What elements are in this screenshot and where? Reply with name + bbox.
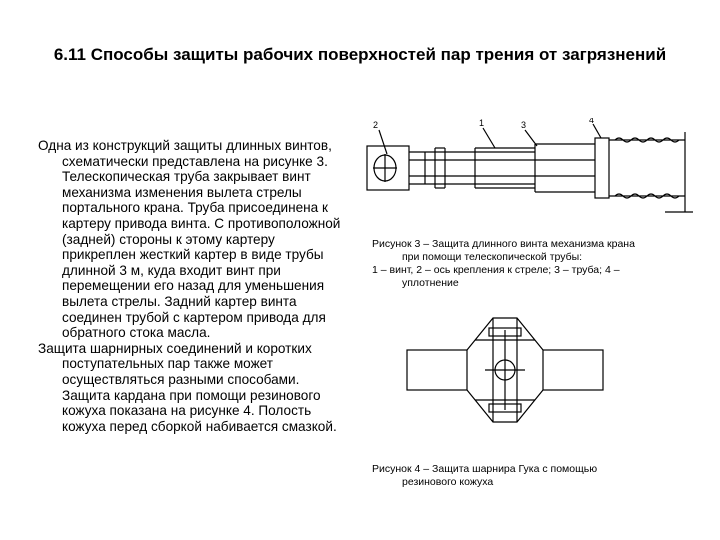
paragraph-screw-protection: Одна из конструкций защиты длинных винто… <box>38 138 341 341</box>
figure-4-caption: Рисунок 4 – Защита шарнира Гука с помощь… <box>372 463 692 489</box>
callout-4: 4 <box>589 118 594 125</box>
figure-3-caption-line-1: Рисунок 3 – Защита длинного винта механи… <box>372 238 635 250</box>
figure-3-caption-line-3: 1 – винт, 2 – ось крепления к стреле; 3 … <box>372 264 620 276</box>
figure-4-hooke-joint-drawing <box>406 317 604 423</box>
figure-3-caption-line-2: при помощи телескопической трубы: <box>402 251 583 263</box>
paragraph-joint-protection: Защита шарнирных соединений и коротких п… <box>38 340 337 434</box>
figure-4-caption-line-1: Рисунок 4 – Защита шарнира Гука с помощь… <box>372 463 598 475</box>
figure-3-telescopic-tube-drawing: 2 1 3 4 <box>366 118 693 213</box>
figure-3-caption-line-4: уплотнение <box>402 277 459 289</box>
body-text: Одна из конструкций защиты длинных винто… <box>38 138 348 434</box>
figure-3-caption: Рисунок 3 – Защита длинного винта механи… <box>372 238 692 290</box>
callout-2: 2 <box>373 120 378 130</box>
callout-1: 1 <box>479 118 484 128</box>
slide-title: 6.11 Способы защиты рабочих поверхностей… <box>53 45 667 64</box>
figure-4-caption-line-2: резинового кожуха <box>402 476 494 488</box>
callout-3: 3 <box>521 120 526 130</box>
